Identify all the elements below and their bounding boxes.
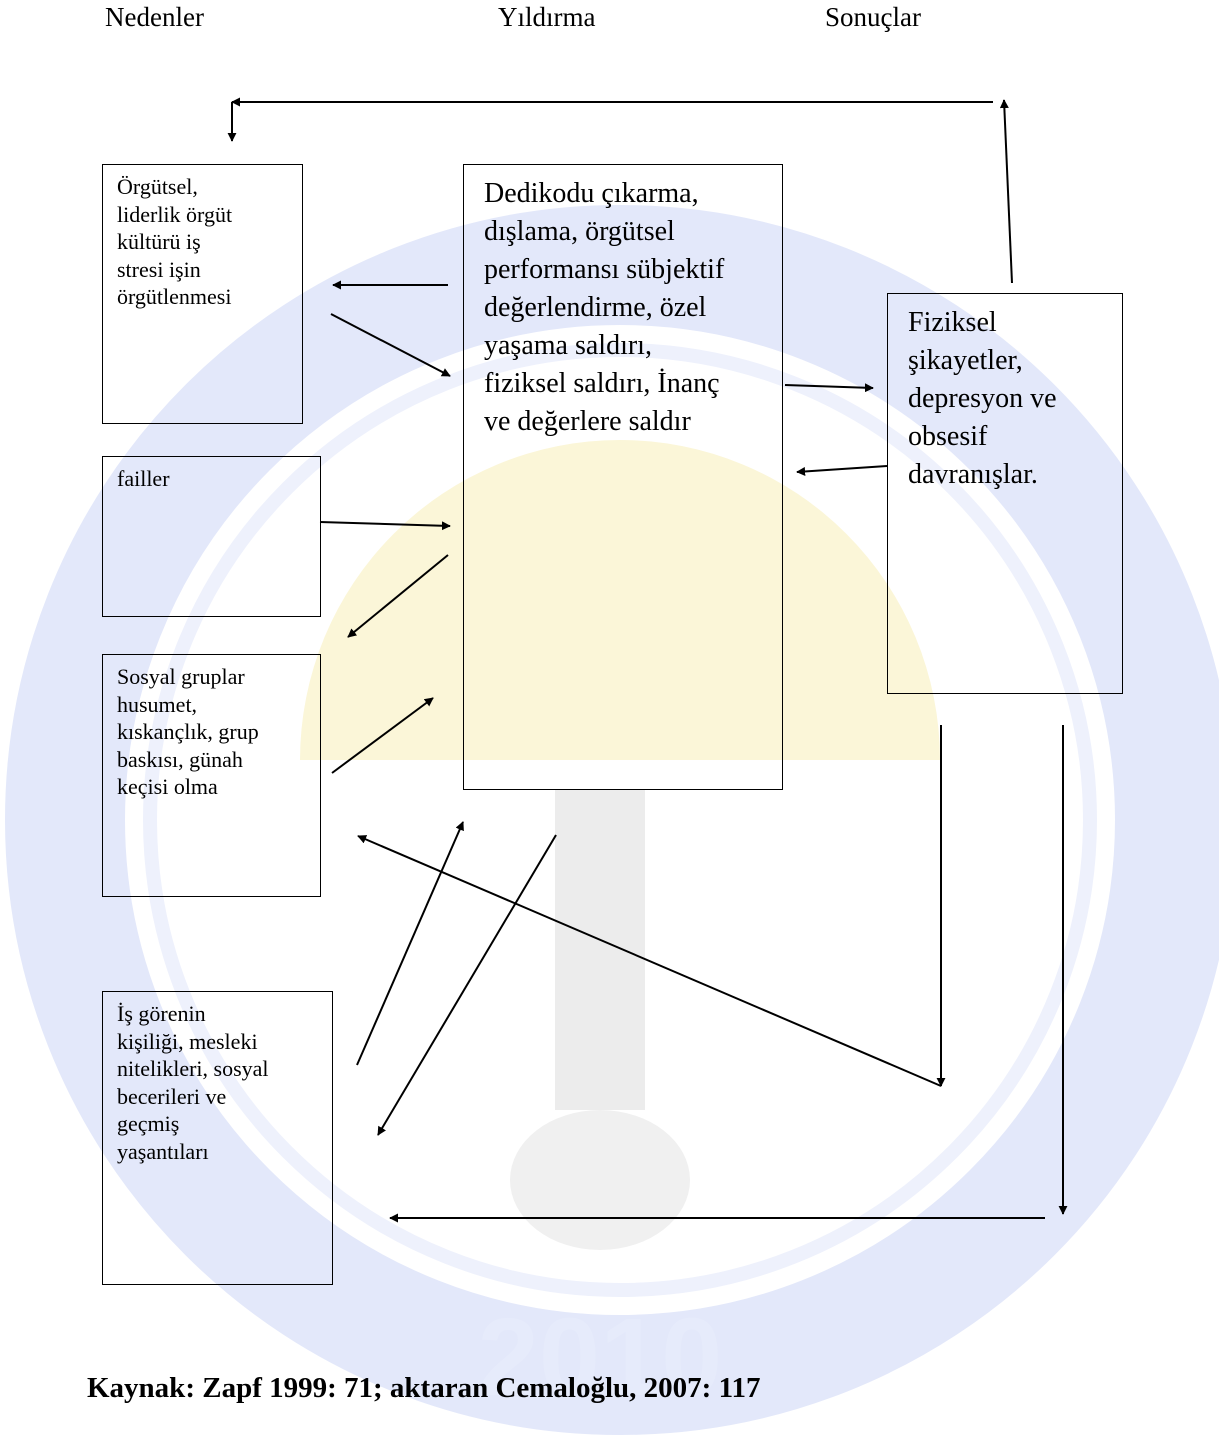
box-perpetrators: failler — [102, 456, 321, 617]
arrow-bullying-to-consequences — [784, 383, 874, 393]
box-employee-personality: İş görenin kişiliği, mesleki nitelikleri… — [102, 991, 333, 1285]
arrow-personality-to-bullying — [356, 821, 464, 1066]
source-caption: Kaynak: Zapf 1999: 71; aktaran Cemaloğlu… — [87, 1372, 761, 1404]
arrow-bullying-to-social — [347, 554, 449, 638]
arrow-social-to-bullying — [331, 697, 434, 774]
box-consequences: Fiziksel şikayetler, depresyon ve obsesi… — [887, 293, 1123, 694]
box-bullying-behaviors: Dedikodu çıkarma, dışlama, örgütsel perf… — [463, 164, 783, 790]
svg-text:2010: 2010 — [478, 1296, 723, 1419]
header-bullying: Yıldırma — [498, 2, 596, 32]
box-organizational-factors: Örgütsel, liderlik örgüt kültürü iş stre… — [102, 164, 303, 424]
arrow-bullying-to-personality — [377, 834, 557, 1136]
arrow-consequences-to-social — [357, 835, 942, 1087]
header-consequences: Sonuçlar — [825, 2, 921, 32]
arrow-perpetrators-to-bullying — [319, 521, 451, 531]
header-causes: Nedenler — [105, 2, 204, 32]
arrow-consequences-to-bullying — [796, 465, 888, 476]
arrow-organizational-to-bullying — [330, 313, 451, 377]
arrow-feedback-up — [999, 99, 1013, 284]
box-social-groups: Sosyal gruplar husumet, kıskançlık, grup… — [102, 654, 321, 897]
